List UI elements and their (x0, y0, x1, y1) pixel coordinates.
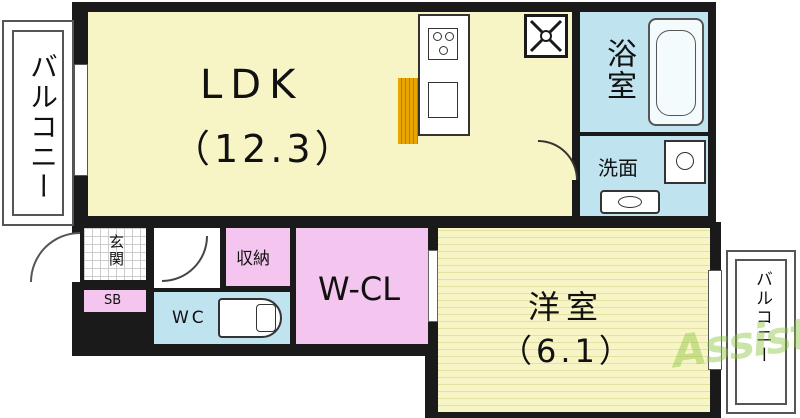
window-ldk-left (74, 64, 88, 176)
ldk-size: （12.3） (172, 127, 357, 171)
room-western (438, 228, 710, 412)
shoe-box-label: SB (104, 293, 122, 308)
entrance-label: 玄関 (107, 234, 125, 268)
balcony-right-label: バルコニー (752, 270, 772, 365)
toilet-icon (218, 298, 282, 338)
walk-in-closet-label: W-CL (318, 270, 401, 308)
room-entrance (84, 228, 146, 280)
door-entrance (30, 232, 80, 282)
storage-label: 収納 (236, 249, 270, 269)
ldk-name: LDK (200, 62, 304, 108)
western-room-size: （6.1） (500, 332, 635, 370)
washing-machine-icon (664, 140, 706, 184)
stairs (398, 78, 418, 144)
western-room-name: 洋室 (528, 288, 605, 326)
room-storage (226, 228, 290, 286)
bath-label: 浴室 (601, 38, 636, 102)
ventilation-fan-icon (524, 14, 568, 58)
washroom-label: 洗面 (598, 156, 638, 180)
balcony-left-label: バルコニー (26, 52, 59, 202)
window-western-right (708, 270, 722, 370)
door-western (428, 250, 438, 322)
basin-icon (600, 190, 660, 214)
balcony-left: バルコニー (2, 20, 74, 226)
kitchen-counter (418, 14, 470, 136)
room-walk-in-closet (296, 228, 428, 344)
balcony-right: バルコニー (726, 250, 796, 414)
toilet-label: WC (172, 308, 207, 328)
stove-icon (428, 28, 458, 60)
room-shoe-box (84, 290, 146, 312)
sink-icon (428, 82, 458, 118)
bathtub-icon (648, 18, 704, 126)
room-ldk (88, 12, 572, 216)
